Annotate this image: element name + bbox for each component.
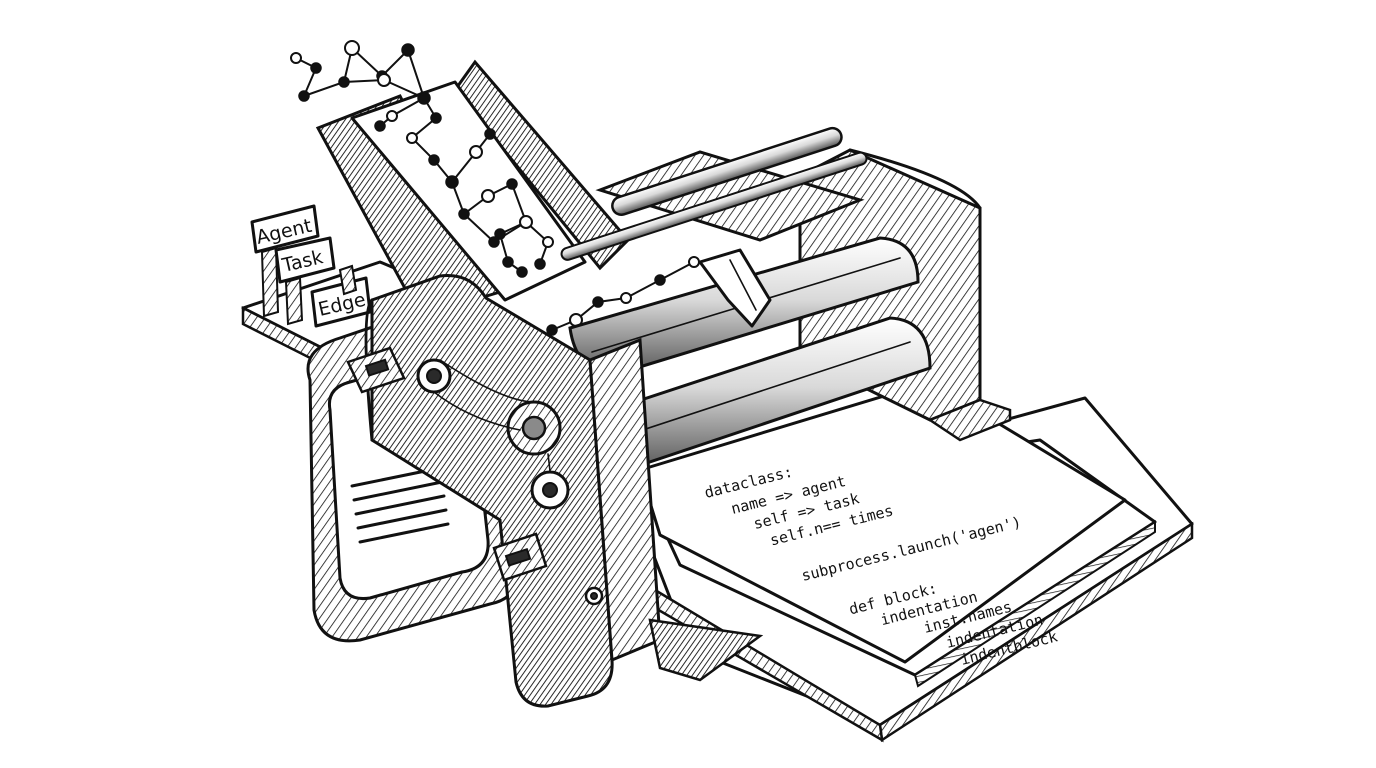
tab-agent: Agent: [250, 204, 320, 318]
tab-task: Task: [274, 236, 336, 326]
tab-edge: Edge: [310, 264, 372, 328]
main-rollers: [568, 236, 932, 474]
latches: [346, 346, 548, 582]
tab-cards: Agent Task Edge: [250, 204, 372, 328]
rear-rollers: [560, 126, 868, 261]
graph-network: [290, 40, 700, 336]
base-shadow: [648, 618, 764, 682]
gears: [416, 358, 604, 606]
